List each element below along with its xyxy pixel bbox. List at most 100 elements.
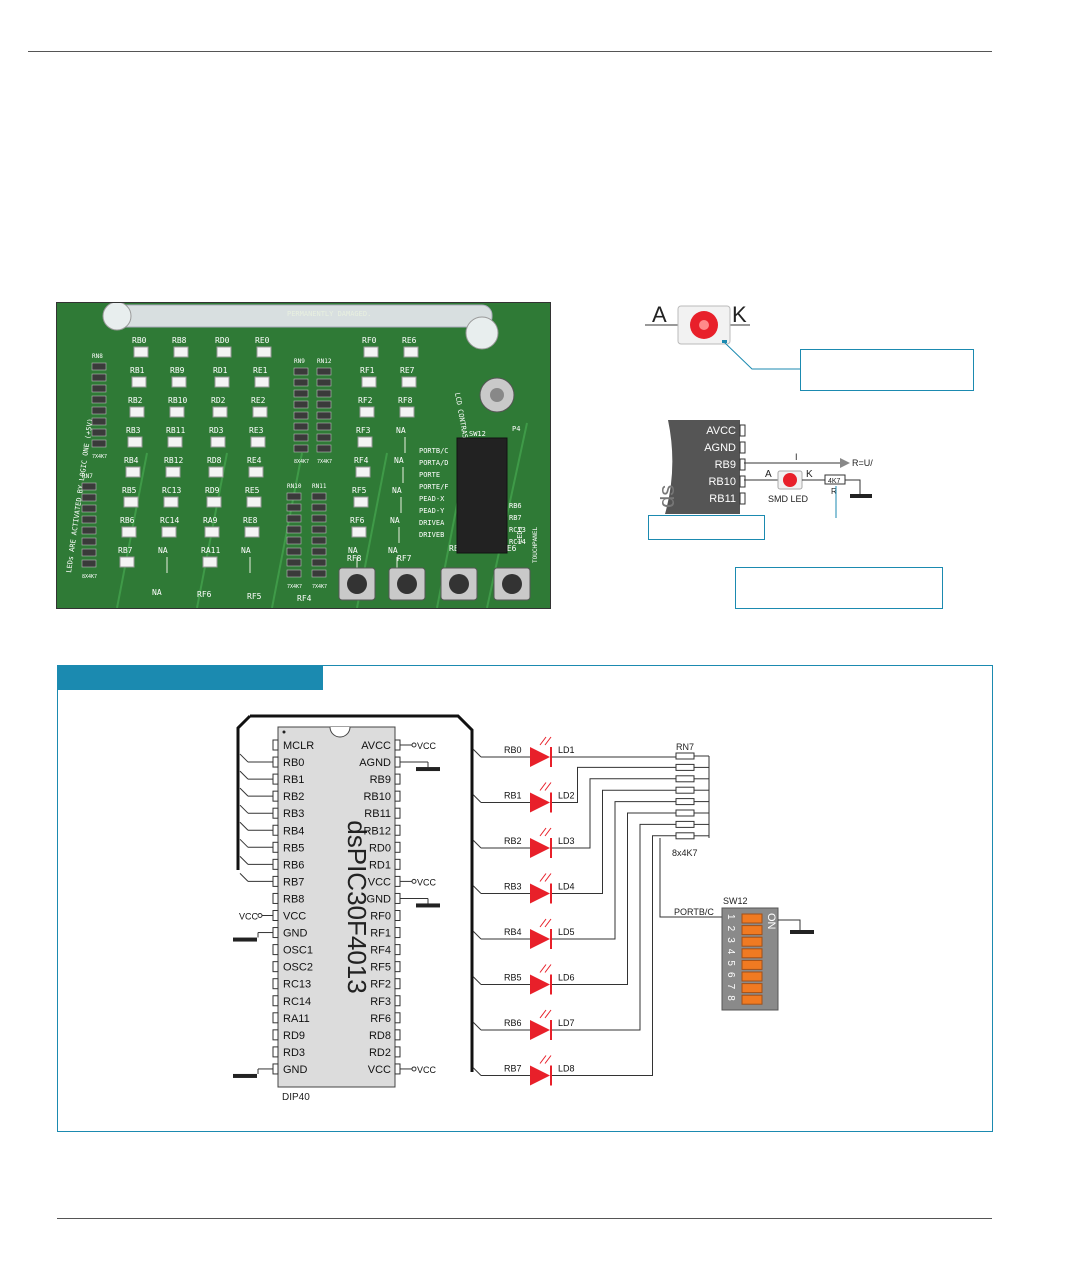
photo-button-label: RE7 — [449, 544, 464, 553]
chip-pin-left-label: OSC1 — [283, 945, 313, 957]
callout-box-led — [800, 349, 974, 391]
chip-pin-right-label: VCC — [368, 1064, 391, 1076]
dip-switch-sw12[interactable] — [456, 437, 508, 554]
vcc-terminal — [411, 742, 417, 748]
sw-lever[interactable] — [741, 913, 763, 924]
sw-lever[interactable] — [741, 994, 763, 1005]
leds-label: LEDs — [516, 526, 524, 543]
small-pin — [739, 492, 746, 505]
photo-led-label: RC13 — [162, 486, 181, 495]
chip-pin-left — [272, 927, 279, 939]
chip-pin-left-label: RB6 — [283, 859, 304, 871]
chip-pin-right — [394, 858, 401, 870]
photo-smd-led — [248, 466, 264, 478]
chip-pin-left-label: RB5 — [283, 842, 304, 854]
chip-pin-right-label: VCC — [368, 876, 391, 888]
small-pin — [739, 458, 746, 471]
top-note: PERMANENTLY DAMAGED. — [287, 310, 371, 318]
led-cathode-wire — [552, 801, 676, 940]
ground-symbol — [233, 937, 257, 942]
photo-rn-resistor — [293, 389, 309, 398]
vcc-label: VCC — [417, 1065, 437, 1075]
photo-rn-resistor — [316, 422, 332, 431]
photo-rn-resistor — [293, 378, 309, 387]
photo-led-label: RF4 — [354, 456, 369, 465]
photo-smd-led — [399, 406, 415, 418]
chip-pin-left-label: RB1 — [283, 774, 304, 786]
chip-pin-right — [394, 773, 401, 785]
photo-rn-resistor — [316, 367, 332, 376]
photo-led-label: RB10 — [168, 396, 187, 405]
photo-led-label: RE6 — [402, 336, 417, 345]
chip-pin-left — [272, 824, 279, 836]
chip-pin-right — [394, 807, 401, 819]
chip-pin-left — [272, 944, 279, 956]
photo-rn-resistor — [311, 558, 327, 567]
chip-pin-right — [394, 824, 401, 836]
photo-smd-led — [208, 466, 224, 478]
small-led-caption: SMD LED — [768, 494, 809, 504]
photo-led-label: RF3 — [356, 426, 371, 435]
sw-lever[interactable] — [741, 925, 763, 936]
chip-pin-right — [394, 1029, 401, 1041]
photo-smd-led — [133, 346, 149, 358]
photo-led-label: RF8 — [398, 396, 413, 405]
led-cathode-wire — [552, 812, 676, 985]
photo-led-label: RB1 — [130, 366, 145, 375]
led-name: LD5 — [558, 927, 575, 937]
chip-pin-left — [272, 807, 279, 819]
sw-lever[interactable] — [741, 983, 763, 994]
bus-entry-left — [239, 787, 249, 797]
vcc-terminal — [257, 913, 263, 918]
chip-pin-left-label: RB7 — [283, 876, 304, 888]
photo-rn-resistor — [91, 373, 107, 382]
chip-pin-left-label: OSC2 — [283, 962, 313, 974]
rn-resistor — [675, 763, 695, 771]
photo-smd-led — [119, 556, 135, 568]
photo-led-label: NA — [396, 426, 406, 435]
photo-pushbutton-cap[interactable] — [502, 574, 522, 594]
small-pin — [739, 475, 746, 488]
chip-pin-right — [394, 875, 401, 887]
photo-rn-resistor — [311, 492, 327, 501]
top-rule — [28, 51, 992, 52]
photo-rn-resistor — [286, 492, 302, 501]
chip-pin-right — [394, 1046, 401, 1058]
led-net-label: RB3 — [504, 882, 522, 892]
bus-entry-right — [472, 885, 482, 894]
schematic-frame-tab — [57, 665, 323, 690]
chip-pin-right — [394, 944, 401, 956]
photo-pushbutton-cap[interactable] — [449, 574, 469, 594]
photo-rn-resistor — [293, 444, 309, 453]
photo-led-label: RB11 — [166, 426, 185, 435]
photo-led-label: RB8 — [172, 336, 187, 345]
chip-pin-left — [272, 995, 279, 1007]
photo-pushbutton-cap[interactable] — [347, 574, 367, 594]
photo-rn-resistor — [286, 569, 302, 578]
photo-bottom-label: NA — [152, 588, 162, 597]
chip-pin-right — [394, 995, 401, 1007]
rn7-value: 8x4K7 — [672, 848, 698, 858]
photo-smd-led — [361, 376, 377, 388]
ground-symbol — [850, 494, 872, 498]
sw-lever[interactable] — [741, 936, 763, 947]
sw12-on: ON — [765, 913, 777, 930]
photo-smd-led — [129, 406, 145, 418]
pin1-dot — [282, 730, 286, 734]
chip-pin-left-label: RB2 — [283, 791, 304, 803]
photo-pushbutton-cap[interactable] — [397, 574, 417, 594]
sw-lever[interactable] — [741, 959, 763, 970]
photo-button-label: RF7 — [397, 554, 412, 563]
photo-rn-value: 7X4K7 — [92, 454, 107, 460]
sw-lever[interactable] — [741, 971, 763, 982]
led-name: LD3 — [558, 836, 575, 846]
led-emission-arrow — [539, 918, 547, 928]
chip-pin-left — [272, 961, 279, 973]
sw-number: 4 — [725, 949, 736, 955]
sw-lever[interactable] — [741, 948, 763, 959]
photo-rn-resistor — [286, 536, 302, 545]
photo-rn-value: 7X4K7 — [312, 584, 327, 590]
rn-resistor — [675, 752, 695, 760]
rn-resistor — [675, 798, 695, 806]
chip-pin-left — [272, 1063, 279, 1075]
